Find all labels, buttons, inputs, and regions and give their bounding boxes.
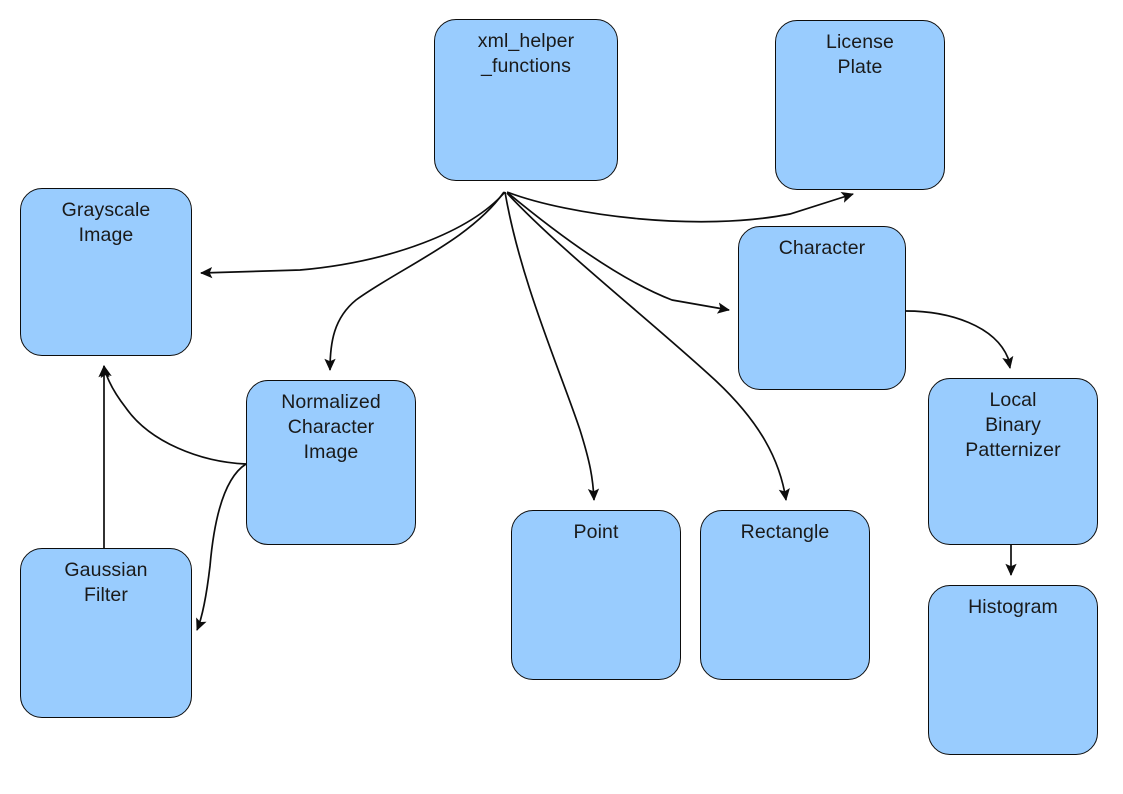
edge-normalized-character-image-to-gaussian-filter [196,463,247,631]
node-point[interactable]: Point [511,510,681,680]
node-label: Grayscale Image [61,199,151,246]
node-label: License Plate [826,31,894,78]
node-grayscale-image[interactable]: Grayscale Image [20,188,192,356]
node-label: Normalized Character Image [281,391,381,463]
edge-xml-helper-functions-to-grayscale-image [200,191,506,279]
node-label: Local Binary Patternizer [965,389,1061,461]
edge-xml-helper-functions-to-point [504,191,600,501]
edge-xml-helper-functions-to-license-plate [506,191,854,223]
node-label: Point [573,521,619,543]
node-label: Rectangle [740,521,830,543]
node-rectangle[interactable]: Rectangle [700,510,870,680]
node-label: xml_helper _functions [477,30,575,77]
edge-character-to-local-binary-patternizer [905,310,1014,369]
node-histogram[interactable]: Histogram [928,585,1098,755]
edge-xml-helper-functions-to-normalized-character-image [324,191,505,371]
node-gaussian-filter[interactable]: Gaussian Filter [20,548,192,718]
edge-normalized-character-image-to-grayscale-image [100,365,247,465]
node-character[interactable]: Character [738,226,906,390]
node-license-plate[interactable]: License Plate [775,20,945,190]
node-xml-helper-functions[interactable]: xml_helper _functions [434,19,618,181]
node-label: Character [778,237,866,259]
edge-xml-helper-functions-to-character [507,192,730,314]
node-normalized-character-image[interactable]: Normalized Character Image [246,380,416,545]
node-label: Gaussian Filter [64,559,148,606]
node-label: Histogram [968,596,1058,618]
node-local-binary-patternizer[interactable]: Local Binary Patternizer [928,378,1098,545]
